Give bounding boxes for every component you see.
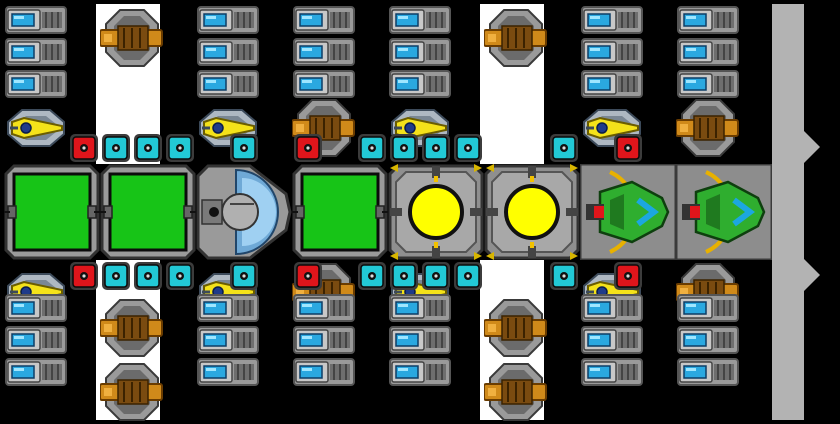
connector-icon[interactable] — [452, 260, 484, 292]
cargo-bay-icon[interactable] — [4, 164, 100, 260]
battery-icon[interactable] — [292, 68, 356, 100]
battery-icon[interactable] — [676, 324, 740, 356]
red-connector-icon[interactable] — [292, 132, 324, 164]
battery-icon[interactable] — [196, 292, 260, 324]
battery-icon[interactable] — [4, 36, 68, 68]
battery-icon[interactable] — [388, 324, 452, 356]
connector-icon[interactable] — [356, 132, 388, 164]
connector-icon[interactable] — [132, 260, 164, 292]
red-connector-icon[interactable] — [612, 260, 644, 292]
battery-icon[interactable] — [676, 68, 740, 100]
red-connector-icon[interactable] — [68, 260, 100, 292]
arrow-right-icon[interactable] — [804, 131, 820, 163]
battery-icon[interactable] — [388, 292, 452, 324]
reactor-icon[interactable] — [484, 164, 580, 260]
battery-icon[interactable] — [196, 4, 260, 36]
battery-icon[interactable] — [4, 68, 68, 100]
battery-icon[interactable] — [292, 356, 356, 388]
cannon-turret-icon[interactable] — [100, 6, 164, 70]
connector-icon[interactable] — [100, 260, 132, 292]
connector-icon[interactable] — [132, 132, 164, 164]
cannon-turret-icon[interactable] — [100, 360, 164, 424]
battery-icon[interactable] — [388, 68, 452, 100]
reactor-icon[interactable] — [388, 164, 484, 260]
connector-icon[interactable] — [548, 132, 580, 164]
battery-icon[interactable] — [4, 4, 68, 36]
connector-icon[interactable] — [388, 132, 420, 164]
cannon-turret-icon[interactable] — [484, 6, 548, 70]
battery-icon[interactable] — [580, 68, 644, 100]
connector-icon[interactable] — [452, 132, 484, 164]
battery-icon[interactable] — [580, 4, 644, 36]
laser-turret-icon[interactable] — [580, 96, 644, 160]
battery-icon[interactable] — [196, 356, 260, 388]
red-connector-icon[interactable] — [68, 132, 100, 164]
battery-icon[interactable] — [292, 36, 356, 68]
battery-icon[interactable] — [580, 324, 644, 356]
connector-icon[interactable] — [356, 260, 388, 292]
red-connector-icon[interactable] — [292, 260, 324, 292]
battery-icon[interactable] — [676, 4, 740, 36]
cockpit-icon[interactable] — [196, 164, 292, 260]
cannon-turret-icon[interactable] — [484, 360, 548, 424]
connector-icon[interactable] — [164, 260, 196, 292]
battery-icon[interactable] — [4, 324, 68, 356]
cargo-bay-icon[interactable] — [292, 164, 388, 260]
connector-icon[interactable] — [548, 260, 580, 292]
battery-icon[interactable] — [4, 356, 68, 388]
battery-icon[interactable] — [196, 36, 260, 68]
laser-turret-icon[interactable] — [4, 96, 68, 160]
battery-icon[interactable] — [196, 324, 260, 356]
cannon-turret-icon[interactable] — [676, 96, 740, 160]
green-engine-icon[interactable] — [580, 164, 676, 260]
red-connector-icon[interactable] — [612, 132, 644, 164]
battery-icon[interactable] — [4, 292, 68, 324]
battery-icon[interactable] — [580, 356, 644, 388]
battery-icon[interactable] — [388, 4, 452, 36]
battery-icon[interactable] — [676, 356, 740, 388]
connector-icon[interactable] — [164, 132, 196, 164]
connector-icon[interactable] — [228, 132, 260, 164]
battery-icon[interactable] — [196, 68, 260, 100]
battery-icon[interactable] — [676, 36, 740, 68]
battery-icon[interactable] — [388, 356, 452, 388]
battery-icon[interactable] — [388, 36, 452, 68]
cannon-turret-icon[interactable] — [484, 296, 548, 360]
cannon-turret-icon[interactable] — [100, 296, 164, 360]
green-engine-icon[interactable] — [676, 164, 772, 260]
connector-icon[interactable] — [100, 132, 132, 164]
battery-icon[interactable] — [292, 292, 356, 324]
battery-icon[interactable] — [676, 292, 740, 324]
battery-icon[interactable] — [292, 4, 356, 36]
cargo-bay-icon[interactable] — [100, 164, 196, 260]
side-rail — [772, 4, 804, 420]
connector-icon[interactable] — [420, 260, 452, 292]
connector-icon[interactable] — [228, 260, 260, 292]
battery-icon[interactable] — [580, 36, 644, 68]
connector-icon[interactable] — [420, 132, 452, 164]
arrow-right-icon[interactable] — [804, 259, 820, 291]
battery-icon[interactable] — [292, 324, 356, 356]
connector-icon[interactable] — [388, 260, 420, 292]
battery-icon[interactable] — [580, 292, 644, 324]
